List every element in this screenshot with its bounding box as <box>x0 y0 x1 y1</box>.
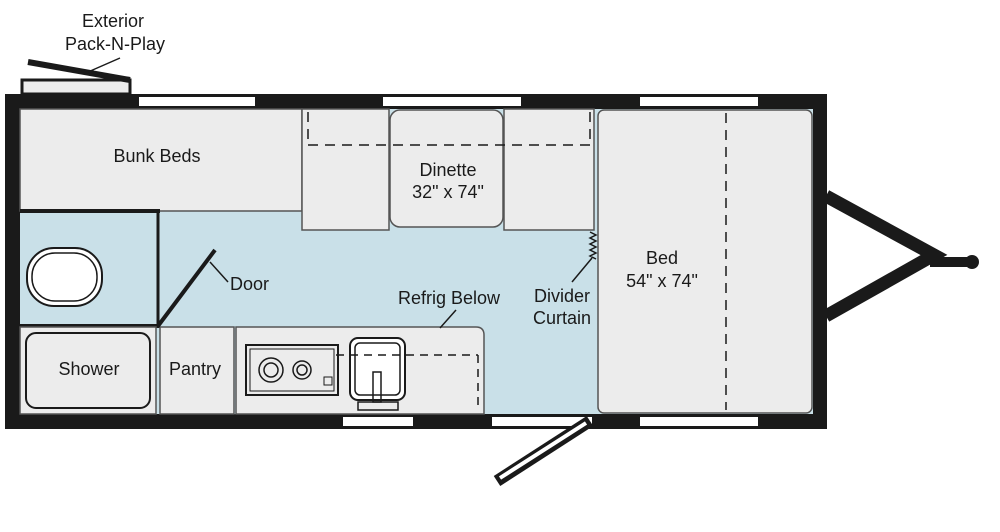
window-top-middle <box>383 97 521 106</box>
window-bottom-middle <box>492 417 592 426</box>
bed <box>597 109 813 414</box>
sink <box>349 337 406 411</box>
windows <box>139 97 758 426</box>
label-bed-size: 54" x 74" <box>626 271 698 291</box>
stovetop <box>245 344 339 396</box>
window-top-left <box>139 97 255 106</box>
refrigerator-below-outline <box>336 354 479 410</box>
bathroom-walls <box>20 213 160 328</box>
shower-pan <box>25 332 151 409</box>
dinette <box>301 108 595 231</box>
label-exterior: Exterior <box>82 11 144 31</box>
label-dinette-size: 32" x 74" <box>412 182 484 202</box>
dinette-seat-right <box>503 108 595 231</box>
entry-door <box>493 415 594 487</box>
window-bottom-right <box>640 417 758 426</box>
window-top-right <box>640 97 758 106</box>
label-shower: Shower <box>58 359 119 379</box>
label-curtain: Curtain <box>533 308 591 328</box>
exterior-pack-n-play <box>20 57 132 96</box>
label-pantry: Pantry <box>169 359 221 379</box>
label-pack-n-play: Pack-N-Play <box>65 34 165 54</box>
trailer-hitch <box>822 190 979 322</box>
divider-curtain <box>588 231 598 260</box>
label-bed: Bed <box>646 248 678 268</box>
label-divider: Divider <box>534 286 590 306</box>
toilet <box>26 247 103 307</box>
toilet-seat <box>31 252 98 302</box>
label-door: Door <box>230 274 269 294</box>
window-bottom-left <box>343 417 413 426</box>
bathroom-door <box>156 248 217 328</box>
pantry <box>159 326 235 415</box>
dinette-seat-left <box>301 108 390 231</box>
label-refrig-below: Refrig Below <box>398 288 501 308</box>
label-bunk-beds: Bunk Beds <box>113 146 200 166</box>
dinette-table <box>389 109 504 228</box>
label-dinette: Dinette <box>419 160 476 180</box>
